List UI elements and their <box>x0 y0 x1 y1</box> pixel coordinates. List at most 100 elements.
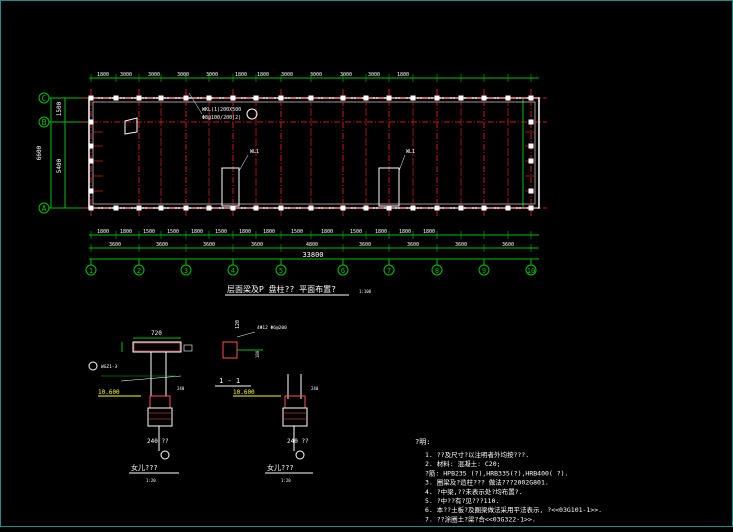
detail1-callout-bubble[interactable] <box>88 361 98 371</box>
column-top <box>206 95 212 101</box>
detail1-callout: WGZ1-3 <box>101 364 118 370</box>
column-left <box>88 143 94 149</box>
svg-text:1: 1 <box>89 267 93 275</box>
detail-callout-bubble[interactable] <box>246 108 258 120</box>
opening-left <box>221 167 240 207</box>
column-axis-2[interactable]: 2 <box>133 259 145 276</box>
bottom-dim-text-1: 1800 <box>399 229 411 235</box>
general-notes: ?明: 1. ??及尺寸?以注明者外均按???.2. 材料: 混凝土: C20;… <box>415 438 602 523</box>
detail1-wall <box>147 407 173 427</box>
svg-text:8: 8 <box>435 267 439 275</box>
svg-text:9: 9 <box>482 267 486 275</box>
column-axis-9[interactable]: 9 <box>478 259 490 276</box>
note-line: 1. ??及尺寸?以注明者外均按???. <box>425 450 529 459</box>
top-dim-text: 3000 <box>310 72 322 78</box>
svg-text:B: B <box>42 118 47 127</box>
bottom-dim-text-2: 4800 <box>306 242 318 248</box>
bottom-dim-text-1: 1800 <box>97 229 109 235</box>
column-bottom <box>505 205 511 211</box>
detail2-caption: 女儿??? <box>267 463 294 472</box>
left-sub-dim: 5400 <box>56 158 63 173</box>
top-dim-text: 1800 <box>257 72 269 78</box>
svg-text:5: 5 <box>279 267 283 275</box>
bottom-dim-text-2: 3600 <box>251 242 263 248</box>
detail2-bottom-label: 240 ?? <box>287 438 309 445</box>
column-top <box>158 95 164 101</box>
svg-text:3: 3 <box>184 267 188 275</box>
bottom-dim-text-1: 1800 <box>263 229 275 235</box>
column-top <box>88 95 94 101</box>
column-top <box>340 95 346 101</box>
svg-text:240: 240 <box>177 386 185 391</box>
column-top <box>136 95 142 101</box>
column-bottom <box>113 205 119 211</box>
svg-text:1:20: 1:20 <box>281 478 291 483</box>
detail1-ring-beam <box>149 395 171 409</box>
plan-callout-note: WKL(1)200X500 <box>202 107 241 113</box>
bottom-dim-text-2: 3600 <box>359 242 371 248</box>
note-line: 6. 本??土板?及圈梁做法采用平法表示, ?<<03G101-1>>. <box>425 505 602 514</box>
plan-columns <box>88 95 534 211</box>
column-right <box>528 143 534 149</box>
bottom-dim-text-2: 3600 <box>203 242 215 248</box>
column-bottom <box>206 205 212 211</box>
svg-text:7: 7 <box>387 267 391 275</box>
detail1-coping-hatch <box>133 342 181 352</box>
column-bottom <box>386 205 392 211</box>
bottom-dim-text-2: 3600 <box>156 242 168 248</box>
svg-text:4: 4 <box>231 267 235 275</box>
bottom-dim-text-1: 1500 <box>350 229 362 235</box>
column-axis-10[interactable]: 10 <box>525 259 537 276</box>
column-axis-5[interactable]: 5 <box>275 259 287 276</box>
detail1-coping <box>132 341 182 353</box>
detail2-wall <box>282 407 308 427</box>
plan-title: 层面梁及P 盘柱?? 平面布置? <box>227 284 336 294</box>
column-top <box>363 95 369 101</box>
plan-title-scale: 1:100 <box>359 289 372 294</box>
top-dim-text: 3000 <box>281 72 293 78</box>
notes-list: 1. ??及尺寸?以注明者外均按???.2. 材料: 混凝土: C20; ?筋:… <box>425 450 602 523</box>
total-width-label: 33800 <box>302 251 323 259</box>
column-axis-4[interactable]: 4 <box>227 259 239 276</box>
top-dim-text: 3000 <box>148 72 160 78</box>
bottom-dim-text-1: 1500 <box>215 229 227 235</box>
note-line: 3. 圈梁及?造柱??? 做法???2002G801. <box>425 478 549 487</box>
column-top <box>458 95 464 101</box>
bottom-dim-text-1: 1800 <box>423 229 435 235</box>
column-bottom <box>340 205 346 211</box>
note-line: 4. ?中梁,??未表示处?均布置?. <box>425 487 523 496</box>
bottom-dim-text-1: 1800 <box>375 229 387 235</box>
column-axis-1[interactable]: 1 <box>85 259 97 276</box>
column-axis-8[interactable]: 8 <box>431 259 443 276</box>
beam-label-right: WL1 <box>406 149 415 155</box>
bottom-dim-text-2: 3600 <box>109 242 121 248</box>
column-axes: 1 2 3 4 5 6 7 8 9 10 <box>85 259 537 276</box>
top-dim-text: 1800 <box>97 72 109 78</box>
svg-text:180: 180 <box>255 350 260 358</box>
note-line: ?筋: HPB235 (?),HRB335(?),HRB400( ?). <box>425 468 568 477</box>
column-axis-3[interactable]: 3 <box>180 259 192 276</box>
column-right <box>528 188 534 194</box>
red-axis-lines <box>81 89 547 217</box>
bottom-dim-text-1: 1800 <box>321 229 333 235</box>
column-axis-7[interactable]: 7 <box>383 259 395 276</box>
bottom-dim-text-2: 3600 <box>502 242 514 248</box>
column-bottom <box>481 205 487 211</box>
column-axis-6[interactable]: 6 <box>337 259 349 276</box>
svg-text:C: C <box>42 94 47 103</box>
detail-2-section: 120 4Φ12 Φ6@200 180 1 - 1 10.600 240 240… <box>215 320 319 483</box>
column-top <box>410 95 416 101</box>
beam-label-left: WL1 <box>250 149 259 155</box>
column-top <box>434 95 440 101</box>
column-top <box>308 95 314 101</box>
plan-callout-note2: Φ8@100/200(2) <box>202 115 241 121</box>
column-right <box>528 119 534 125</box>
svg-text:6: 6 <box>341 267 345 275</box>
column-top <box>278 95 284 101</box>
column-top <box>386 95 392 101</box>
column-bottom <box>434 205 440 211</box>
top-dim-text: 3000 <box>340 72 352 78</box>
